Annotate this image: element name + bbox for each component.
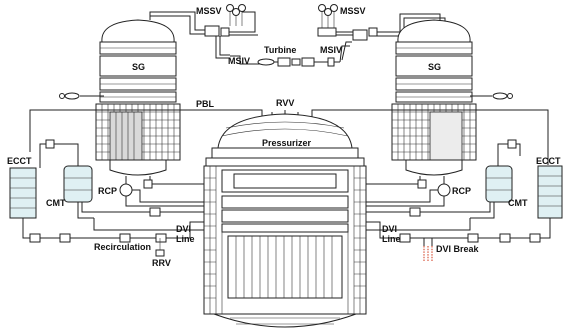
label-mssv-left: MSSV [196, 6, 222, 16]
dvi-break-marker [424, 238, 432, 262]
label-rcp-left: RCP [98, 186, 117, 196]
label-ecct-right: ECCT [536, 156, 561, 166]
rcp-left-assembly [120, 176, 204, 216]
label-cmt-left: CMT [46, 198, 66, 208]
label-msiv-right: MSIV [320, 45, 342, 55]
label-rcp-right: RCP [452, 186, 471, 196]
rcp-right-assembly [366, 176, 452, 216]
steam-generator-right [392, 20, 513, 175]
label-pressurizer: Pressurizer [262, 138, 312, 148]
label-sg-left: SG [132, 62, 145, 72]
label-sg-right: SG [428, 62, 441, 72]
label-msiv-left: MSIV [228, 56, 250, 66]
label-ecct-left: ECCT [7, 156, 32, 166]
label-rrv: RRV [152, 258, 171, 268]
label-pbl: PBL [196, 99, 215, 109]
label-dvi-break: DVI Break [436, 244, 480, 254]
label-recirculation: Recirculation [94, 242, 151, 252]
label-turbine: Turbine [264, 45, 296, 55]
label-rvv: RVV [276, 98, 294, 108]
label-cmt-right: CMT [508, 198, 528, 208]
ecct-right [538, 166, 562, 232]
ecct-left [10, 168, 36, 232]
label-mssv-right: MSSV [340, 6, 366, 16]
